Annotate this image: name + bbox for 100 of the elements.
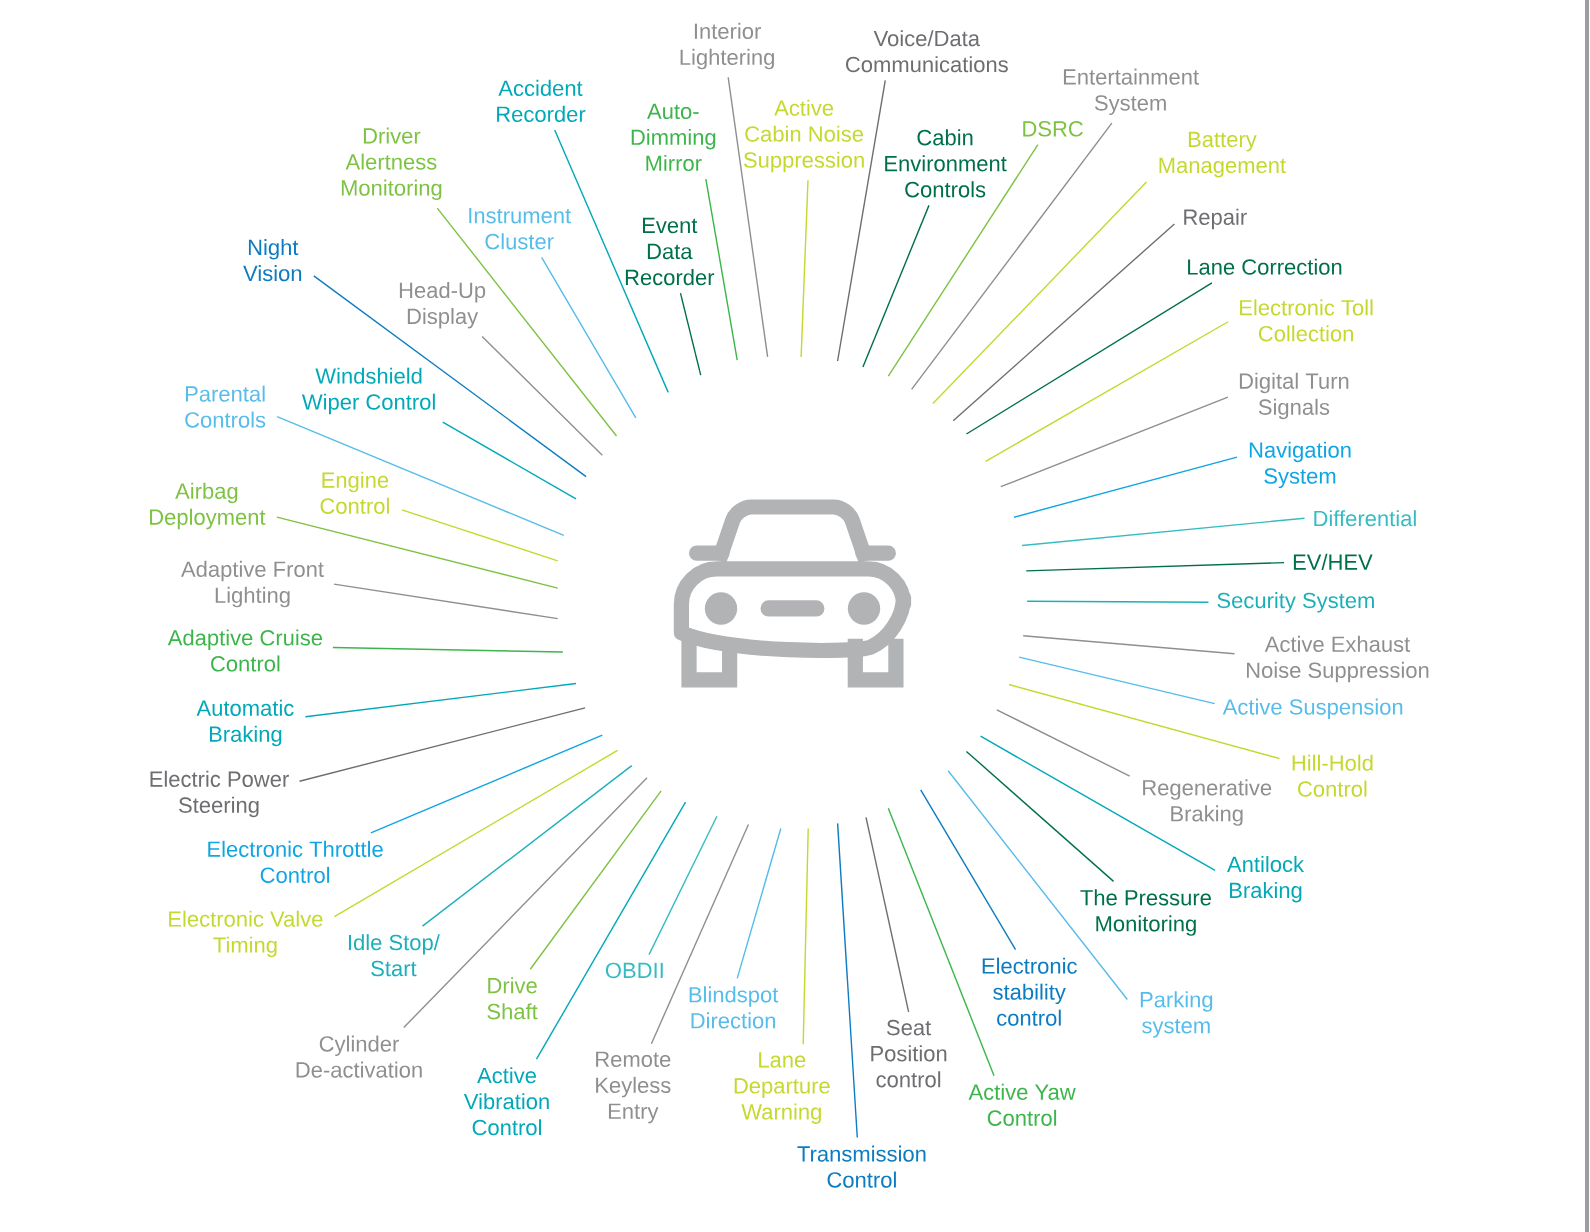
system-label: Lane Departure Warning — [734, 1052, 830, 1124]
leader-line — [421, 764, 633, 927]
system-label: Voice/Data Communications — [846, 30, 1008, 73]
system-label: Security System — [1217, 592, 1374, 613]
leader-line — [332, 646, 564, 653]
system-label: Differential — [1314, 510, 1416, 527]
leader-line — [1008, 683, 1281, 760]
leader-line — [1018, 656, 1216, 705]
system-label: Accident Recorder — [497, 79, 586, 122]
leader-line — [836, 79, 886, 362]
system-label: OBDII — [605, 962, 663, 979]
system-label: Parental Controls — [185, 385, 266, 428]
leader-line — [442, 421, 577, 500]
leader-line — [298, 707, 586, 782]
leader-line — [952, 223, 1176, 422]
system-label: The Pressure Monitoring — [1080, 889, 1211, 936]
leader-line — [535, 801, 687, 1060]
system-label: DSRC — [1023, 121, 1083, 137]
leader-line — [401, 509, 559, 562]
leader-line — [862, 204, 930, 368]
leader-line — [836, 822, 858, 1139]
system-label: Remote Keyless Entry — [596, 1051, 671, 1124]
system-label: Engine Control — [320, 471, 389, 514]
system-label: Airbag Deployment — [150, 482, 266, 530]
leader-line — [865, 816, 910, 1013]
leader-line — [333, 749, 619, 918]
leader-line — [1000, 396, 1229, 488]
leader-line — [1013, 456, 1238, 518]
system-label: Seat Position control — [871, 1019, 947, 1088]
system-label: Cabin Environment Controls — [885, 129, 1007, 198]
system-label: Transmission Control — [797, 1145, 926, 1188]
leader-line — [1021, 517, 1306, 547]
system-label: Interior Lightering — [680, 22, 774, 70]
leader-line — [887, 807, 995, 1077]
leader-line — [802, 827, 809, 1045]
leader-line — [1022, 635, 1236, 655]
system-label: Electronic stability control — [982, 957, 1077, 1026]
system-label: Navigation System — [1249, 441, 1351, 489]
leader-line — [679, 292, 702, 376]
leader-line — [529, 790, 662, 970]
system-label: Hill-Hold Control — [1292, 754, 1373, 797]
system-label: Active Exhaust Noise Suppression — [1247, 635, 1429, 683]
system-label: Electronic Toll Collection — [1240, 299, 1373, 342]
leader-line — [481, 335, 603, 456]
system-label: EV/HEV — [1293, 553, 1373, 570]
leader-line — [800, 179, 809, 358]
leader-line — [984, 321, 1229, 463]
leader-line — [276, 416, 565, 537]
system-label: Event Data Recorder — [625, 217, 715, 286]
leader-line — [650, 823, 750, 1045]
leader-line — [947, 770, 1128, 1001]
leader-line — [727, 76, 769, 358]
system-label: Night Vision — [243, 239, 302, 282]
system-label: Cylinder De-activation — [296, 1035, 422, 1078]
leader-line — [965, 282, 1213, 435]
system-label: Driver Alertness Monitoring — [341, 127, 442, 201]
system-label: Active Cabin Noise Suppression — [743, 99, 864, 173]
leader-line — [736, 827, 782, 980]
leader-line — [436, 207, 618, 437]
leader-line — [1026, 600, 1210, 603]
system-label: Active Vibration Control — [463, 1067, 549, 1136]
system-label: Blindspot Direction — [689, 986, 779, 1029]
system-label: Electric Power Steering — [150, 770, 289, 818]
system-label: Battery Management — [1159, 131, 1286, 178]
system-label: Head-Up Display — [399, 281, 486, 329]
leader-line — [313, 275, 587, 478]
system-label: Entertainment System — [1063, 68, 1199, 116]
leader-line — [276, 516, 559, 589]
leader-line — [554, 129, 669, 394]
leader-line — [996, 709, 1131, 777]
leader-line — [333, 583, 559, 620]
system-label: Adaptive Cruise Control — [167, 629, 323, 672]
leader-line — [304, 682, 577, 718]
leader-line — [920, 789, 1017, 951]
leader-line — [965, 750, 1115, 883]
system-label: Parking system — [1140, 991, 1213, 1038]
system-label: Automatic Braking — [196, 699, 294, 747]
system-label: Antilock Braking — [1227, 855, 1305, 903]
leader-line — [1025, 561, 1285, 572]
leader-line — [648, 815, 718, 956]
system-label: Idle Stop/ Start — [348, 934, 440, 977]
leader-line — [979, 735, 1216, 871]
system-label: Windshield Wiper Control — [301, 367, 435, 415]
leader-line — [403, 777, 648, 1029]
leader-line — [910, 122, 1113, 391]
leader-line — [887, 143, 1039, 377]
leader-line — [540, 256, 637, 419]
system-label: Auto- Dimming Mirror — [631, 103, 716, 172]
leader-line — [370, 734, 603, 834]
system-label: Digital Turn Signals — [1239, 372, 1349, 420]
system-label: Lane Correction — [1188, 258, 1342, 275]
system-label: Active Yaw Control — [968, 1083, 1076, 1126]
system-label: Regenerative Braking — [1143, 779, 1272, 826]
system-label: Adaptive Front Lighting — [181, 560, 324, 608]
leader-line — [705, 178, 738, 361]
system-label: Drive Shaft — [487, 977, 538, 1020]
system-label: Repair — [1184, 208, 1247, 230]
system-label: Instrument Cluster — [469, 208, 571, 250]
system-label: Electronic Throttle Control — [208, 840, 383, 883]
system-label: Active Suspension — [1222, 698, 1403, 720]
